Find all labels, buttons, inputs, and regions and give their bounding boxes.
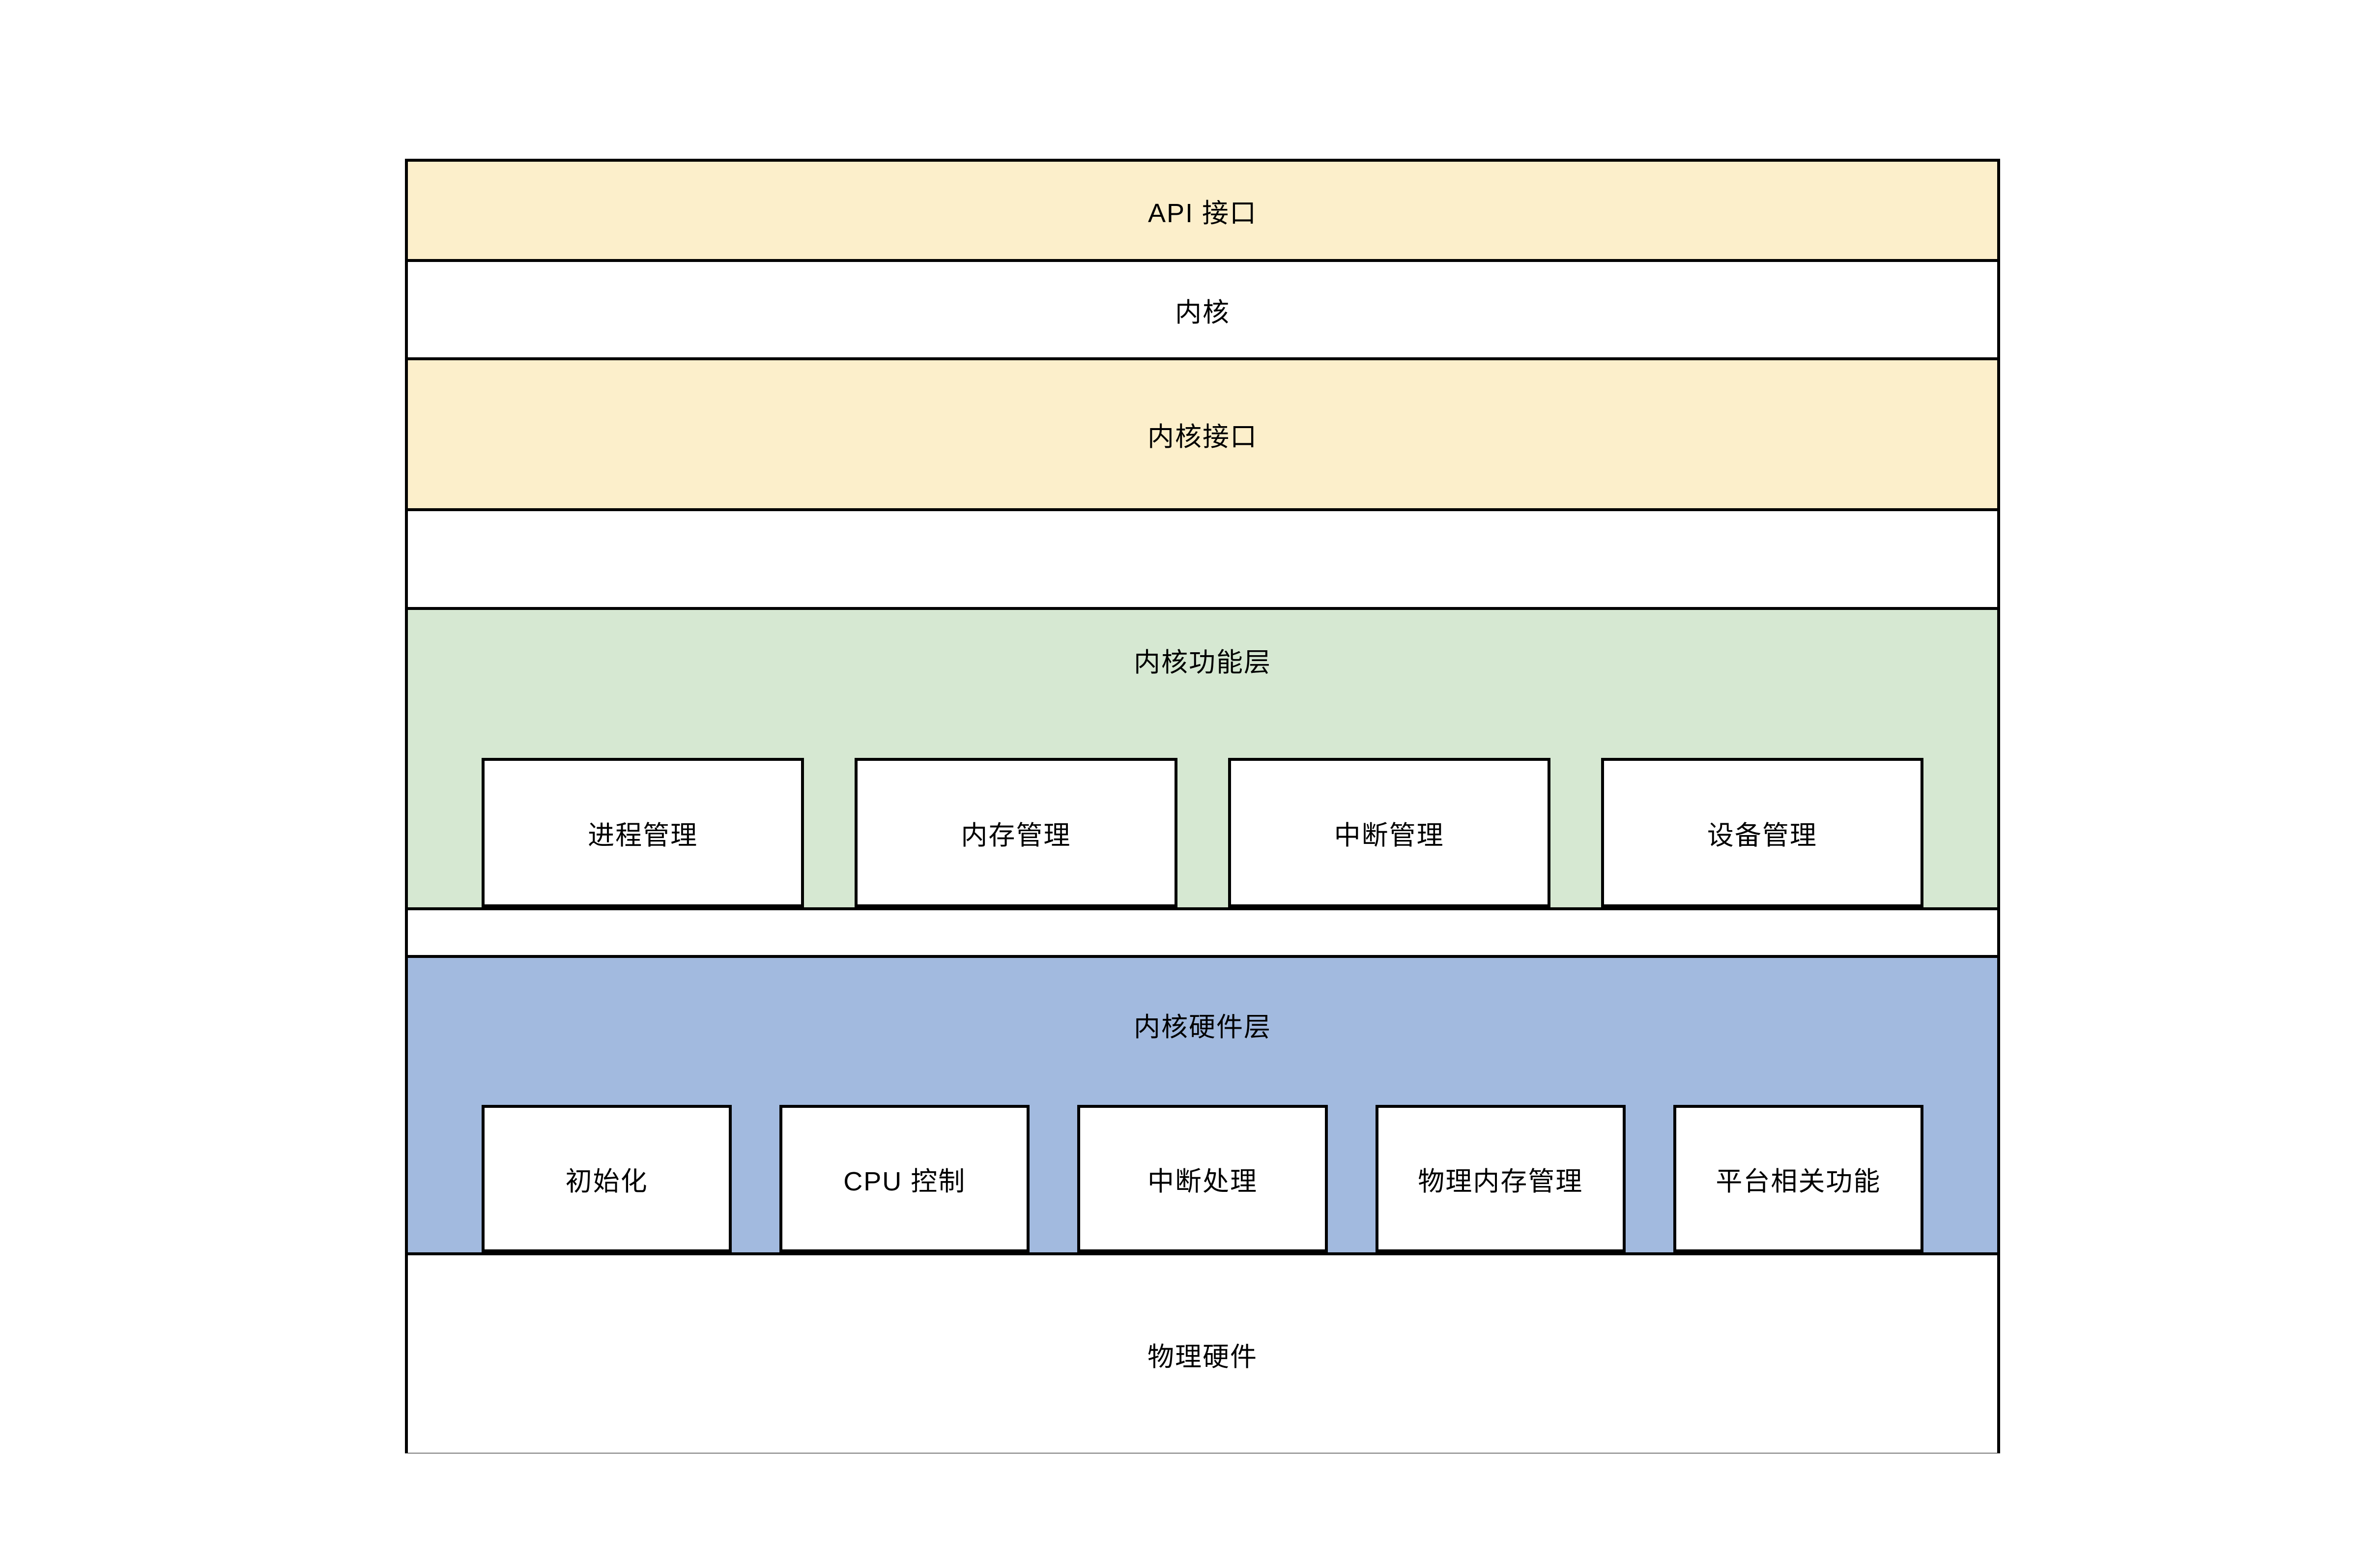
module-interrupt-handling: 中断处理 — [1077, 1105, 1328, 1252]
layer-api-interface: API 接口 — [408, 162, 1997, 262]
layer-spacer-2 — [408, 910, 1997, 958]
module-platform-functions: 平台相关功能 — [1673, 1105, 1924, 1252]
module-process-management: 进程管理 — [482, 758, 804, 907]
kernel-function-modules: 进程管理 内存管理 中断管理 设备管理 — [408, 758, 1997, 907]
layer-api-interface-label: API 接口 — [1147, 198, 1258, 228]
module-memory-management: 内存管理 — [855, 758, 1177, 907]
layer-physical-hardware-label: 物理硬件 — [1147, 1342, 1258, 1372]
layer-spacer-1 — [408, 511, 1997, 610]
layer-kernel-label: 内核 — [1175, 297, 1230, 327]
layer-kernel-function: 内核功能层 进程管理 内存管理 中断管理 设备管理 — [408, 610, 1997, 910]
layer-physical-hardware: 物理硬件 — [408, 1255, 1997, 1453]
module-interrupt-management: 中断管理 — [1228, 758, 1550, 907]
kernel-architecture-diagram: API 接口 内核 内核接口 内核功能层 进程管理 内存管理 中断管理 设备管理… — [405, 159, 2000, 1453]
layer-kernel: 内核 — [408, 262, 1997, 360]
layer-kernel-hardware-label: 内核硬件层 — [1134, 1012, 1271, 1042]
layer-kernel-hardware: 内核硬件层 初始化 CPU 控制 中断处理 物理内存管理 平台相关功能 — [408, 958, 1997, 1255]
module-device-management: 设备管理 — [1601, 758, 1923, 907]
layer-kernel-interface-label: 内核接口 — [1147, 422, 1258, 452]
kernel-hardware-modules: 初始化 CPU 控制 中断处理 物理内存管理 平台相关功能 — [408, 1105, 1997, 1252]
layer-kernel-function-label: 内核功能层 — [1134, 648, 1271, 677]
module-cpu-control: CPU 控制 — [779, 1105, 1030, 1252]
layer-kernel-interface: 内核接口 — [408, 360, 1997, 511]
module-physical-memory-management: 物理内存管理 — [1375, 1105, 1626, 1252]
module-initialization: 初始化 — [482, 1105, 732, 1252]
